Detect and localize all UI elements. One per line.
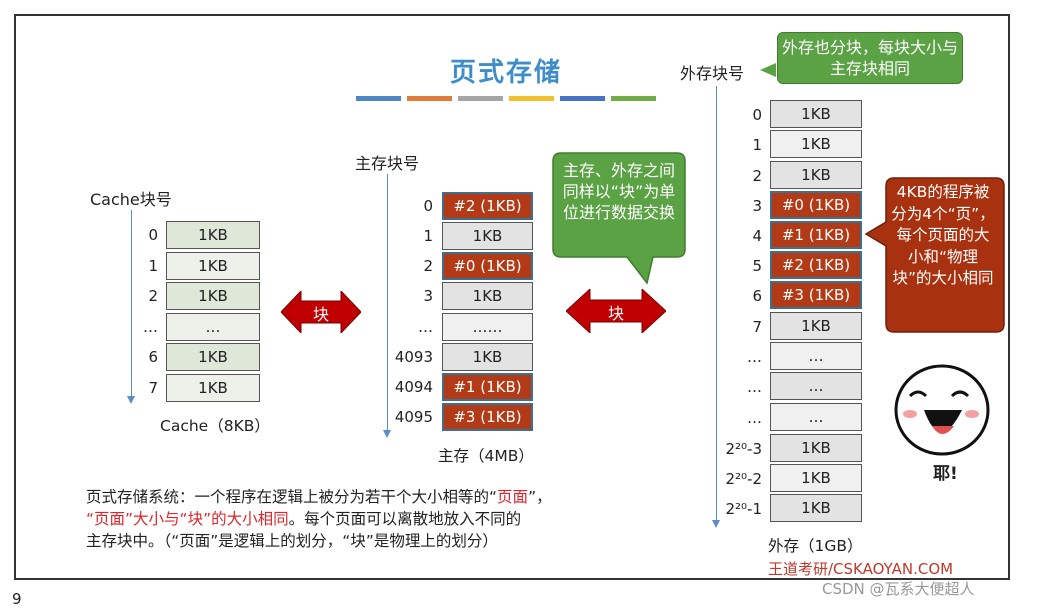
cache-index: 1 (148, 257, 158, 275)
main-memory-block-page: #2 (1KB) (442, 192, 533, 220)
main-memory-block-page: #3 (1KB) (442, 403, 533, 431)
callout-external: 外存也分块，每块大小与主存块相同 (777, 32, 963, 84)
external-index: 2²⁰-3 (725, 440, 762, 458)
page-number: 9 (12, 590, 22, 608)
main-memory-index: 2 (423, 257, 433, 275)
cache-block: 1KB (166, 282, 260, 310)
main-memory-index: 0 (423, 197, 433, 215)
main-memory-block-page: #0 (1KB) (442, 252, 533, 280)
main-memory-block: 1KB (442, 282, 533, 310)
cache-block: 1KB (166, 221, 260, 249)
external-block: … (770, 342, 862, 370)
external-caption: 外存（1GB） (768, 537, 863, 555)
external-block-page: #0 (1KB) (770, 191, 862, 219)
cache-index: 0 (148, 226, 158, 244)
external-index: 3 (752, 197, 762, 215)
cache-block: … (166, 313, 260, 341)
external-index: 1 (752, 136, 762, 154)
slide-frame (14, 14, 1010, 580)
main-memory-block: 1KB (442, 222, 533, 250)
external-block-page: #1 (1KB) (770, 221, 862, 249)
external-index: 7 (752, 318, 762, 336)
main-memory-index: … (418, 318, 433, 336)
main-memory-index: 3 (423, 287, 433, 305)
main-memory-block-page: #1 (1KB) (442, 373, 533, 401)
main-memory-index: 4095 (394, 408, 433, 426)
external-block: 1KB (770, 312, 862, 340)
external-index: 0 (752, 106, 762, 124)
external-index: 2 (752, 167, 762, 185)
cache-block: 1KB (166, 252, 260, 280)
external-header: 外存块号 (680, 64, 745, 83)
cache-axis-arrow (127, 210, 135, 404)
main-memory-caption: 主存（4MB） (438, 447, 534, 465)
callout-bubble-shape (864, 177, 1005, 333)
cache-index: 7 (148, 379, 158, 397)
arrow-block-label: 块 (607, 304, 624, 323)
external-index: … (747, 348, 762, 366)
description-line-1: 页式存储系统：一个程序在逻辑上被分为若干个大小相等的“页面”， (86, 488, 552, 506)
external-block: 1KB (770, 100, 862, 128)
external-index: … (747, 409, 762, 427)
external-block: 1KB (770, 464, 862, 492)
cache-block: 1KB (166, 374, 260, 402)
description-line-3: 主存块中。（“页面”是逻辑上的划分，“块”是物理上的划分） (86, 532, 498, 550)
external-block: … (770, 372, 862, 400)
external-block: 1KB (770, 494, 862, 522)
cache-index: 6 (148, 348, 158, 366)
external-block-page: #2 (1KB) (770, 251, 862, 279)
cache-header: Cache块号 (90, 190, 172, 209)
description-paragraph: 页式存储系统：一个程序在逻辑上被分为若干个大小相等的“页面”， “页面”大小与“… (86, 486, 686, 552)
external-index: 5 (752, 257, 762, 275)
external-block-page: #3 (1KB) (770, 281, 862, 309)
main-memory-index: 1 (423, 227, 433, 245)
main-memory-block: …… (442, 313, 533, 341)
external-block: … (770, 403, 862, 431)
double-arrow-icon (566, 289, 666, 333)
main-memory-block: 1KB (442, 343, 533, 371)
arrow-block-label: 块 (312, 305, 329, 324)
external-block: 1KB (770, 161, 862, 189)
main-memory-axis-arrow (383, 174, 391, 438)
external-axis-arrow (712, 86, 720, 528)
external-index: 6 (752, 287, 762, 305)
footer-brand: 王道考研/CSKAOYAN.COM (768, 560, 954, 578)
external-block: 1KB (770, 434, 862, 462)
cache-block: 1KB (166, 343, 260, 371)
callout-program: 4KB的程序被分为4个“页”，每个页面的大小和“物理块”的大小相同 (891, 183, 995, 287)
callout-bubble-shape (552, 152, 686, 285)
external-index: 2²⁰-1 (725, 500, 762, 518)
main-memory-index: 4094 (394, 378, 433, 396)
pointer-arrow-icon (760, 63, 776, 77)
cache-index: 2 (148, 287, 158, 305)
external-block: 1KB (770, 130, 862, 158)
external-index: 2²⁰-2 (725, 470, 762, 488)
slide-title: 页式存储 (449, 58, 562, 88)
main-memory-index: 4093 (394, 348, 433, 366)
cache-index: … (143, 318, 158, 336)
footer-csdn-watermark: CSDN @瓦系大便超人 (822, 580, 975, 598)
main-memory-header: 主存块号 (355, 154, 420, 173)
cache-caption: Cache（8KB） (160, 417, 270, 435)
external-index: … (747, 378, 762, 396)
laughing-face-icon (894, 364, 990, 456)
external-index: 4 (752, 227, 762, 245)
description-line-2: “页面”大小与“块”的大小相同。每个页面可以离散地放入不同的 (86, 510, 522, 528)
face-caption: 耶! (933, 464, 958, 484)
double-arrow-icon (281, 291, 361, 333)
callout-exchange: 主存、外存之间同样以“块”为单位进行数据交换 (562, 161, 676, 222)
